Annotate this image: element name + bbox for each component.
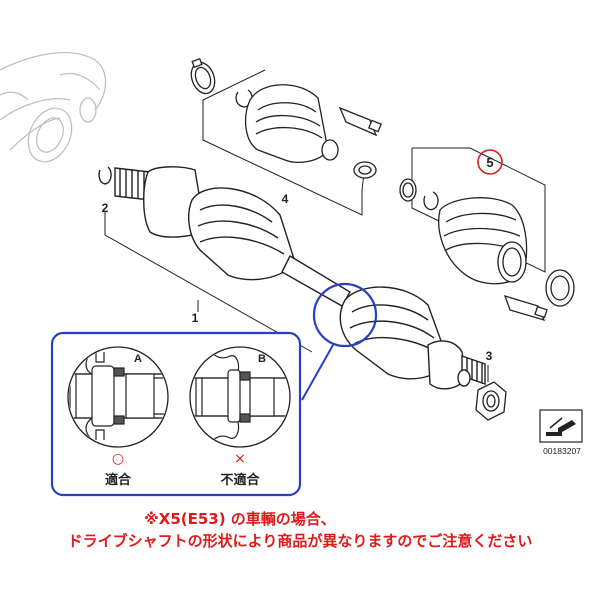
vehicle-outline	[0, 51, 107, 163]
diagram-code: 00183207	[543, 446, 581, 456]
callout-1: 1	[192, 311, 199, 325]
shaft-bar	[281, 255, 351, 307]
callout-5: 5	[486, 155, 493, 170]
ng-mark: ×	[234, 451, 246, 467]
boot-kit-5	[399, 178, 575, 322]
rubber-boot-part	[244, 84, 329, 163]
detail-highlight	[301, 282, 378, 401]
grease-tube-part-5	[503, 295, 546, 322]
arrow-icon	[546, 420, 576, 436]
driveshaft-assembly	[98, 166, 486, 390]
snap-ring-part	[98, 166, 112, 185]
inner-boot	[188, 187, 296, 281]
axle-nut-part	[475, 381, 507, 421]
inset-panel-a: A	[67, 346, 169, 448]
grease-tube-part	[338, 106, 378, 137]
panel-a-letter: A	[134, 353, 142, 365]
callout-2: 2	[102, 201, 109, 215]
warning-note-line2: ドライブシャフトの形状により商品が異なりますのでご注意ください	[67, 532, 533, 550]
ok-label: 適合	[105, 472, 132, 488]
part5-red-circle	[477, 149, 503, 175]
highlight-circle	[312, 282, 378, 348]
diagram-code-badge: 00183207	[539, 409, 583, 456]
circlip-part-5	[423, 191, 439, 211]
callout-4: 4	[282, 192, 289, 206]
comparison-inset: A B ○ 適合 × 不適合	[50, 331, 302, 497]
circlip-part	[235, 89, 253, 108]
inset-panel-b: B	[189, 346, 291, 448]
warning-note-line1: ※X5(E53) の車輌の場合、	[144, 510, 336, 528]
ok-mark: ○	[112, 451, 124, 467]
callout-3: 3	[486, 349, 493, 363]
boot-kit-4	[190, 57, 382, 179]
panel-b-letter: B	[258, 353, 266, 365]
ng-label: 不適合	[220, 472, 260, 488]
highlight-connector	[301, 344, 334, 401]
